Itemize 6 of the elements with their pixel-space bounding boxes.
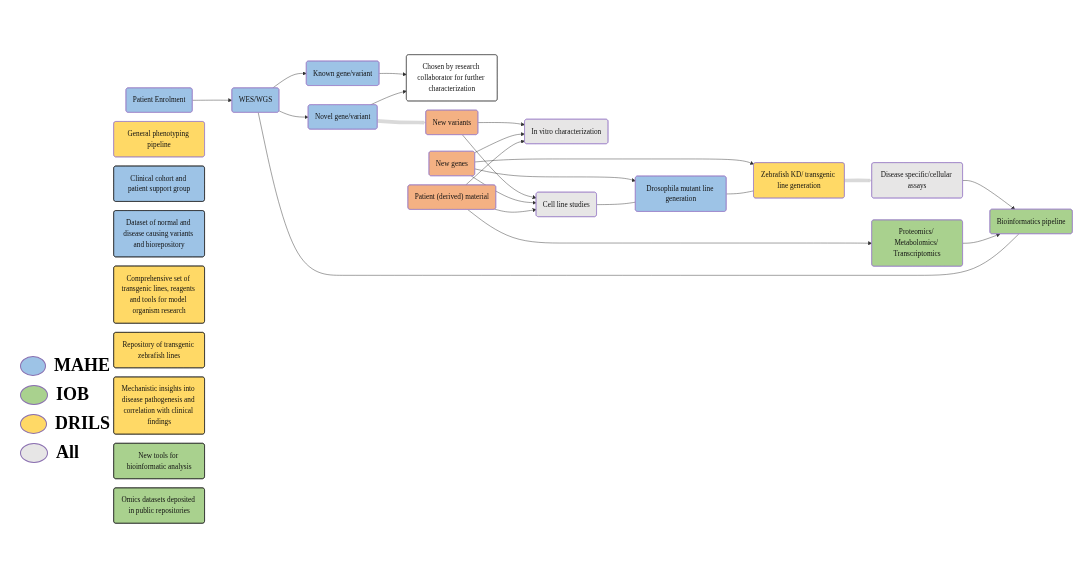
arrow <box>377 118 427 125</box>
arrow <box>844 178 873 183</box>
legend-label: DRILS <box>54 413 110 434</box>
legend-label: All <box>56 442 79 463</box>
legend-label: MAHE <box>54 355 110 376</box>
legend-label: IOB <box>56 384 89 405</box>
